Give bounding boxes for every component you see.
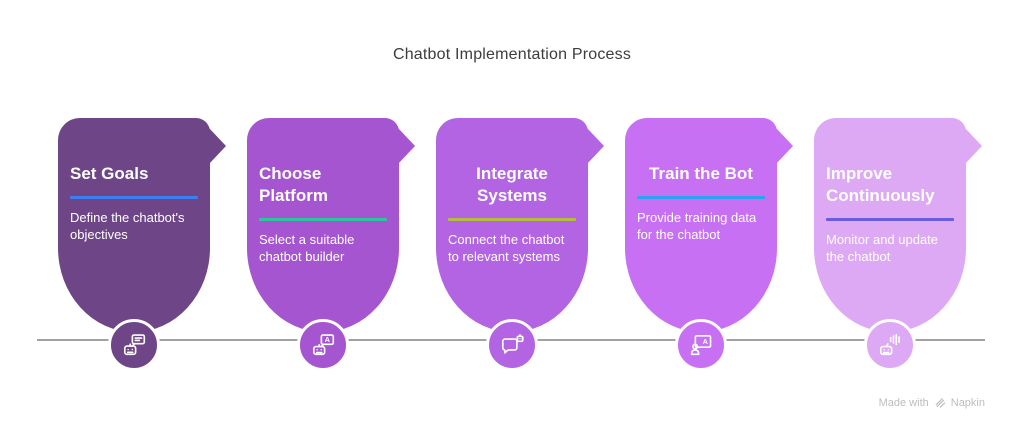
accent-divider (826, 218, 954, 221)
arrow-right-notch (398, 128, 415, 164)
watermark-brand: Napkin (950, 397, 985, 409)
watermark-text: Made with (878, 397, 929, 409)
accent-divider (259, 218, 387, 221)
step-title: Improve Continuously (826, 164, 935, 205)
arrow-right-notch (965, 128, 982, 164)
page-title: Chatbot Implementation Process (392, 46, 632, 63)
step-description: Provide training data for the chatbot (637, 210, 757, 242)
step-description: Connect the chatbot to relevant systems (448, 232, 565, 264)
step-card-choose-platform: Choose Platform Select a suitable chatbo… (247, 118, 415, 371)
arrow-right-notch (209, 128, 226, 164)
step-description: Define the chatbot's objectives (70, 210, 185, 242)
accent-divider (70, 196, 198, 199)
step-title: Choose Platform (259, 164, 328, 205)
robot-message-icon (108, 319, 160, 371)
training-board-icon: A (675, 319, 727, 371)
robot-speech-a-icon: A (297, 319, 349, 371)
napkin-logo-icon (935, 398, 945, 408)
step-description: Monitor and update the chatbot (826, 232, 939, 264)
step-card-set-goals: Set Goals Define the chatbot's objective… (58, 118, 226, 371)
svg-text:A: A (325, 335, 331, 344)
accent-divider (637, 196, 765, 199)
chat-bubble-robot-icon (486, 319, 538, 371)
step-title: Train the Bot (649, 164, 753, 183)
step-card-integrate-systems: Integrate Systems Connect the chatbot to… (436, 118, 604, 371)
step-title: Integrate Systems (476, 164, 548, 205)
arrow-right-notch (587, 128, 604, 164)
step-description: Select a suitable chatbot builder (259, 232, 355, 264)
svg-text:A: A (703, 337, 709, 346)
step-title: Set Goals (70, 164, 149, 183)
accent-divider (448, 218, 576, 221)
robot-soundwave-icon (864, 319, 916, 371)
step-card-train-the-bot: Train the Bot Provide training data for … (625, 118, 793, 371)
arrow-right-notch (776, 128, 793, 164)
step-card-improve-continuously: Improve Continuously Monitor and update … (814, 118, 982, 371)
napkin-watermark: Made with Napkin (879, 397, 985, 409)
